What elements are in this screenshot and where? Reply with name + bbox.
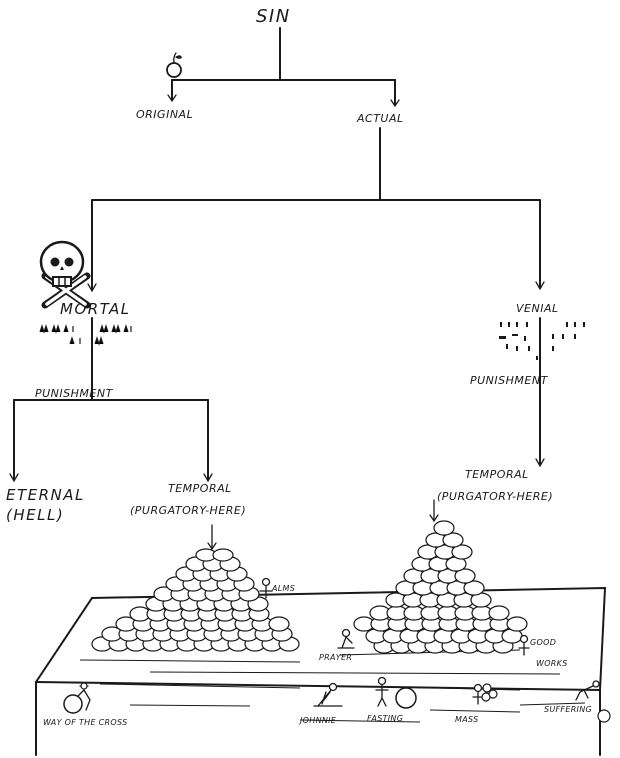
node-purgatory-right: (PURGATORY-HERE) bbox=[437, 490, 553, 503]
penance-ball bbox=[454, 568, 476, 584]
figure-prayer bbox=[337, 628, 355, 649]
label-prayer: PRAYER bbox=[319, 653, 352, 662]
label-mass: MASS bbox=[455, 715, 478, 724]
label-good: GOOD bbox=[530, 638, 556, 647]
node-punishment-mortal: PUNISHMENT bbox=[35, 387, 114, 400]
figure-good-works bbox=[518, 634, 530, 656]
penance-ball bbox=[268, 616, 290, 632]
venial-tally-marks bbox=[499, 322, 585, 360]
node-original: ORIGINAL bbox=[136, 108, 193, 121]
skull-crossbones-icon bbox=[39, 240, 91, 309]
table bbox=[35, 586, 611, 756]
penance-ball bbox=[451, 544, 473, 560]
node-punishment-venial: PUNISHMENT bbox=[470, 374, 549, 387]
node-venial: VENIAL bbox=[516, 302, 559, 315]
penance-ball bbox=[433, 520, 455, 536]
node-sin: SIN bbox=[256, 6, 291, 27]
label-fasting: FASTING bbox=[367, 714, 403, 723]
penance-ball bbox=[212, 548, 234, 562]
figure-johnnie bbox=[313, 682, 343, 707]
node-mortal: MORTAL bbox=[60, 300, 131, 318]
figure-mass bbox=[472, 683, 498, 705]
label-johnnie: JOHNNIE bbox=[298, 716, 337, 725]
label-suffering: SUFFERING bbox=[544, 705, 592, 714]
figure-suffering bbox=[575, 680, 600, 701]
node-hell: (HELL) bbox=[6, 506, 64, 524]
penance-pile-left bbox=[91, 548, 300, 652]
node-purgatory-left: (PURGATORY-HERE) bbox=[130, 504, 246, 517]
penance-ball bbox=[442, 532, 464, 548]
mortal-tally-marks bbox=[39, 324, 132, 346]
label-alms: ALMS bbox=[271, 584, 295, 593]
label-works: WORKS bbox=[536, 659, 568, 668]
node-temporal-right: TEMPORAL bbox=[465, 468, 529, 481]
apple-icon bbox=[166, 52, 182, 78]
penance-ball bbox=[506, 616, 528, 632]
tree-connectors bbox=[9, 27, 545, 551]
figure-fasting bbox=[375, 676, 417, 709]
node-temporal-left: TEMPORAL bbox=[168, 482, 232, 495]
node-eternal: ETERNAL bbox=[6, 486, 85, 504]
penance-pile-right bbox=[353, 520, 528, 654]
penance-ball bbox=[463, 580, 485, 596]
penance-ball bbox=[488, 605, 510, 621]
figure-way-of-the-cross bbox=[63, 682, 91, 714]
figure-alms bbox=[259, 577, 273, 599]
label-way-of-the-cross: WAY OF THE CROSS bbox=[43, 718, 127, 727]
node-actual: ACTUAL bbox=[356, 112, 404, 125]
